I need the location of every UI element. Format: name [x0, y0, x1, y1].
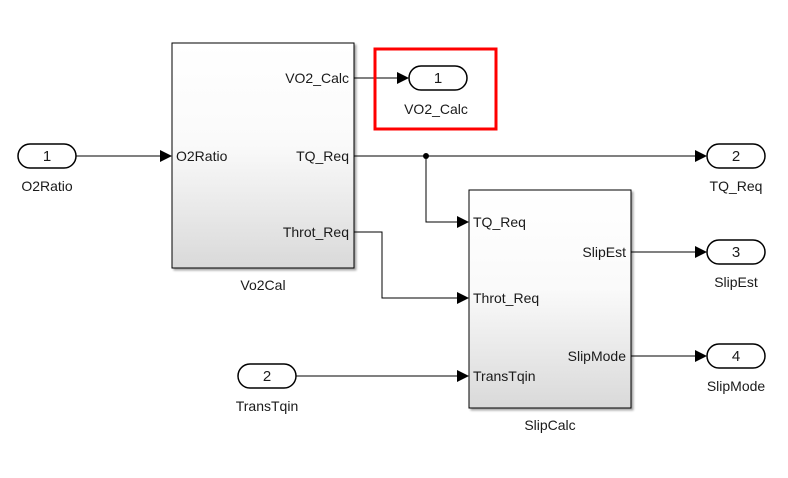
port-label-slipest: SlipEst [582, 244, 626, 260]
outport-name: SlipMode [707, 378, 766, 394]
outport-number: 2 [732, 148, 740, 165]
arrow-slipmode-out [695, 350, 707, 362]
inport-o2ratio[interactable]: 1 O2Ratio [17, 143, 77, 194]
arrow-slipest-out [695, 246, 707, 258]
arrow-tqreq-in [457, 216, 469, 228]
inport-name: O2Ratio [21, 178, 73, 194]
arrow-throtreq-in [457, 292, 469, 304]
outport-slipest[interactable]: 3 SlipEst [706, 239, 766, 290]
outport-name: SlipEst [714, 274, 758, 290]
arrow-vo2calc-out [397, 72, 409, 84]
arrow-transtqin-in [457, 370, 469, 382]
outport-number: 4 [732, 348, 740, 365]
arrowheads [160, 72, 707, 382]
inport-number: 1 [43, 148, 51, 165]
arrow-tqreq-out [695, 150, 707, 162]
outport-name: TQ_Req [710, 178, 763, 194]
port-label-tq-req-in: TQ_Req [473, 214, 526, 230]
port-label-tq-req: TQ_Req [296, 148, 349, 164]
subsystem-vo2cal[interactable]: O2Ratio VO2_Calc TQ_Req Throt_Req Vo2Cal [171, 42, 355, 293]
outport-slipmode[interactable]: 4 SlipMode [706, 343, 766, 394]
port-label-throt-req: Throt_Req [283, 224, 349, 240]
port-label-vo2-calc: VO2_Calc [285, 70, 349, 86]
outport-number: 1 [434, 70, 442, 87]
arrow-o2ratio-in [160, 150, 172, 162]
highlight-box [373, 47, 498, 131]
port-label-slipmode: SlipMode [568, 348, 627, 364]
port-label-throt-req-in: Throt_Req [473, 290, 539, 306]
signal-throt-req[interactable] [354, 231, 458, 299]
block-name-slipcalc: SlipCalc [524, 417, 575, 433]
block-name-vo2cal: Vo2Cal [240, 277, 285, 293]
outport-vo2-calc[interactable]: 1 VO2_Calc [404, 65, 468, 117]
subsystem-slipcalc[interactable]: TQ_Req Throt_Req TransTqin SlipEst SlipM… [468, 189, 632, 433]
inport-name: TransTqin [236, 398, 299, 414]
port-label-transtqin: TransTqin [473, 368, 536, 384]
port-label-o2ratio: O2Ratio [176, 148, 228, 164]
outport-name: VO2_Calc [404, 101, 468, 117]
signal-lines [76, 77, 696, 377]
outport-number: 3 [732, 244, 740, 261]
outport-tq-req[interactable]: 2 TQ_Req [706, 143, 766, 194]
inport-transtqin[interactable]: 2 TransTqin [236, 363, 299, 414]
inport-number: 2 [263, 368, 271, 385]
signal-tq-req-branch[interactable] [425, 156, 458, 223]
branch-point [423, 153, 429, 159]
